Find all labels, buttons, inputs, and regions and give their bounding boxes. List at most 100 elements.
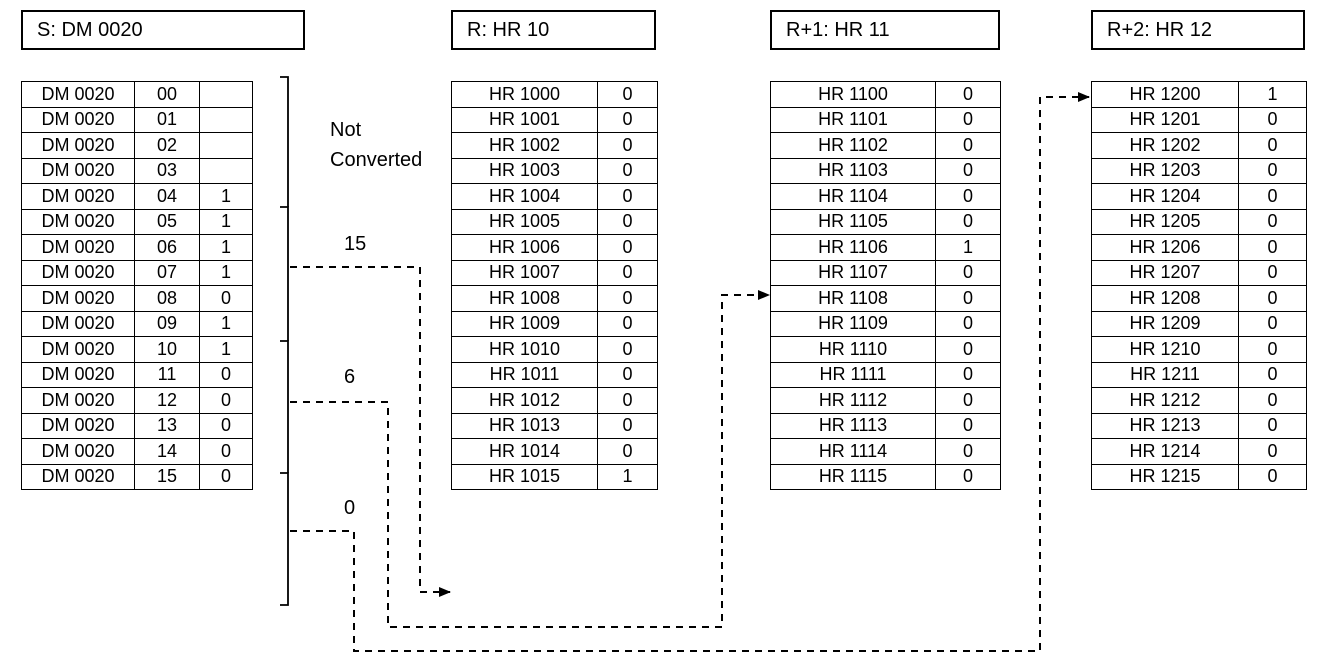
source-address-cell: DM 0020 — [21, 234, 135, 261]
source-value-cell: 0 — [199, 387, 253, 414]
result-value-cell: 0 — [1238, 157, 1307, 184]
result-address-cell: HR 1005 — [451, 208, 598, 235]
result-address-cell: HR 1100 — [770, 81, 936, 108]
source-bit-cell: 02 — [134, 132, 200, 159]
result-value-cell: 0 — [1238, 310, 1307, 337]
group-label-6: 6 — [344, 366, 356, 388]
source-bit-cell: 01 — [134, 106, 200, 133]
result-address-cell: HR 1003 — [451, 157, 598, 184]
result-address-cell: HR 1012 — [451, 387, 598, 414]
result-value-cell: 0 — [935, 259, 1001, 286]
result-address-cell: HR 1114 — [770, 438, 936, 465]
result-value-cell: 0 — [935, 387, 1001, 414]
source-value-cell: 1 — [199, 183, 253, 210]
result-address-cell: HR 1002 — [451, 132, 598, 159]
source-address-cell: DM 0020 — [21, 106, 135, 133]
source-bit-cell: 11 — [134, 361, 200, 388]
source-address-cell: DM 0020 — [21, 387, 135, 414]
result-value-cell: 0 — [597, 310, 658, 337]
source-bit-cell: 15 — [134, 463, 200, 490]
result-address-cell: HR 1103 — [770, 157, 936, 184]
result-value-cell: 0 — [597, 361, 658, 388]
source-address-cell: DM 0020 — [21, 285, 135, 312]
bracket-group-15 — [280, 206, 289, 341]
result-address-cell: HR 1214 — [1091, 438, 1239, 465]
result-value-cell: 0 — [1238, 463, 1307, 490]
result-address-cell: HR 1209 — [1091, 310, 1239, 337]
result-value-cell: 0 — [597, 81, 658, 108]
result-address-cell: HR 1007 — [451, 259, 598, 286]
result-value-cell: 0 — [597, 259, 658, 286]
source-bit-cell: 10 — [134, 336, 200, 363]
source-address-cell: DM 0020 — [21, 463, 135, 490]
result-address-cell: HR 1204 — [1091, 183, 1239, 210]
result-value-cell: 1 — [935, 234, 1001, 261]
result-address-cell: HR 1200 — [1091, 81, 1239, 108]
result-value-cell: 0 — [1238, 438, 1307, 465]
result-address-cell: HR 1008 — [451, 285, 598, 312]
result-address-cell: HR 1115 — [770, 463, 936, 490]
result-value-cell: 0 — [597, 412, 658, 439]
bracket-group-6 — [280, 340, 289, 473]
group-label-0: 0 — [344, 497, 356, 519]
result-address-cell: HR 1014 — [451, 438, 598, 465]
source-value-cell: 0 — [199, 463, 253, 490]
result-value-cell: 0 — [935, 310, 1001, 337]
source-bit-cell: 08 — [134, 285, 200, 312]
result-value-cell: 0 — [597, 208, 658, 235]
result-value-cell: 0 — [1238, 208, 1307, 235]
source-address-cell: DM 0020 — [21, 336, 135, 363]
result-address-cell: HR 1113 — [770, 412, 936, 439]
result-value-cell: 0 — [1238, 336, 1307, 363]
source-value-cell: 0 — [199, 438, 253, 465]
source-address-cell: DM 0020 — [21, 361, 135, 388]
result-value-cell: 0 — [597, 234, 658, 261]
source-bit-cell: 14 — [134, 438, 200, 465]
result-value-cell: 0 — [597, 285, 658, 312]
result-address-cell: HR 1208 — [1091, 285, 1239, 312]
bracket-group-0 — [280, 472, 289, 606]
result-address-cell: HR 1201 — [1091, 106, 1239, 133]
result-value-cell: 0 — [935, 106, 1001, 133]
result-address-cell: HR 1207 — [1091, 259, 1239, 286]
source-value-cell: 1 — [199, 310, 253, 337]
result-value-cell: 1 — [597, 463, 658, 490]
source-bit-cell: 07 — [134, 259, 200, 286]
source-bit-cell: 09 — [134, 310, 200, 337]
